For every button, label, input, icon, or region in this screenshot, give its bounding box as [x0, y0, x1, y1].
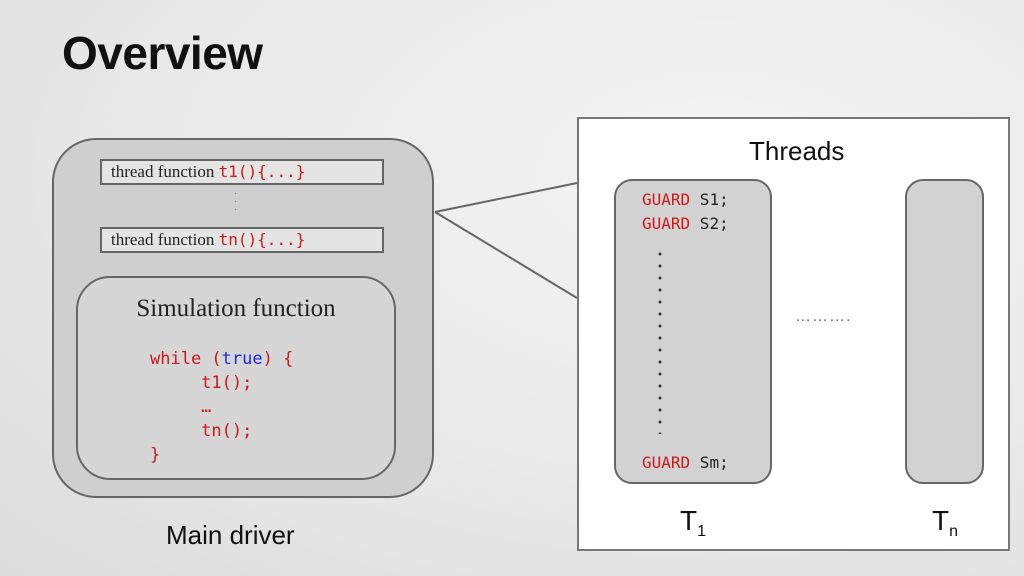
- code-while: while (: [150, 349, 222, 369]
- guard-name: Sm;: [690, 453, 729, 472]
- code-open: ) {: [262, 349, 294, 369]
- code-ellipsis: …: [150, 397, 212, 417]
- connector-line-top: [434, 182, 578, 213]
- page-title: Overview: [62, 27, 263, 79]
- simulation-function-box: Simulation function while (true) { t1();…: [76, 276, 396, 480]
- thread-function-label: thread function: [111, 162, 215, 181]
- guard-sm: GUARD Sm;: [642, 453, 729, 472]
- code-close: }: [150, 445, 161, 465]
- guard-keyword: GUARD: [642, 190, 691, 209]
- thread-function-t1-box: thread function t1(){...}: [100, 159, 384, 185]
- vertical-dotted-ellipsis: [657, 248, 663, 434]
- thread-function-code: t1(){...}: [218, 162, 306, 181]
- simulation-function-title: Simulation function: [136, 295, 336, 322]
- threads-label: Threads: [749, 136, 845, 166]
- code-true: true: [221, 349, 263, 369]
- guard-s1: GUARD S1;: [642, 190, 729, 209]
- connector-line-bottom: [434, 211, 578, 299]
- vertical-ellipsis: ···: [234, 188, 238, 215]
- code-tn-call: tn();: [150, 421, 253, 441]
- thread-label-subscript: n: [949, 523, 959, 540]
- thread-function-tn-box: thread function tn(){...}: [100, 227, 384, 253]
- thread-label-main: T: [932, 505, 950, 536]
- simulation-code: while (true) { t1(); … tn(); }: [150, 347, 293, 467]
- main-driver-label: Main driver: [166, 520, 295, 550]
- thread-t1-box: [614, 179, 772, 484]
- thread-tn-label: Tn: [932, 505, 958, 541]
- guard-keyword: GUARD: [642, 214, 691, 233]
- threads-horizontal-ellipsis: ……….: [795, 308, 852, 325]
- thread-label-main: T: [680, 505, 698, 536]
- thread-function-label: thread function: [111, 230, 215, 249]
- thread-tn-box: [905, 179, 984, 484]
- guard-keyword: GUARD: [642, 453, 691, 472]
- thread-label-subscript: 1: [697, 523, 707, 540]
- thread-t1-label: T1: [680, 505, 706, 541]
- guard-s2: GUARD S2;: [642, 214, 729, 233]
- guard-name: S2;: [690, 214, 729, 233]
- thread-function-code: tn(){...}: [218, 230, 306, 249]
- guard-name: S1;: [690, 190, 729, 209]
- code-t1-call: t1();: [150, 373, 253, 393]
